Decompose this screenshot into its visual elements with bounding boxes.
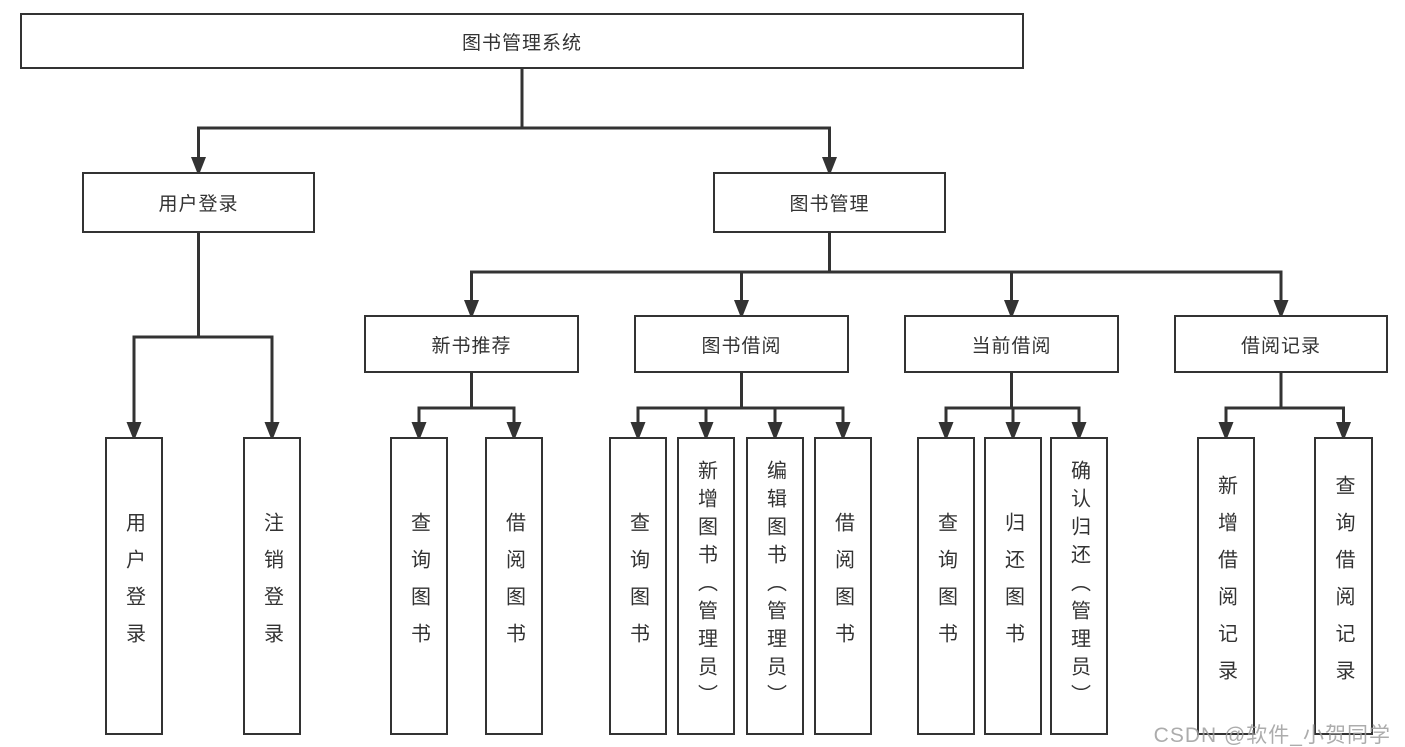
node-label: 注销登录 — [260, 512, 283, 660]
node-label: 查询图书 — [934, 512, 957, 660]
node-leaf-borrow-book-2: 借阅图书 — [814, 437, 872, 735]
node-leaf-query-book-1: 查询图书 — [390, 437, 448, 735]
node-label: 借阅图书 — [831, 512, 854, 660]
node-label: 图书管理 — [789, 194, 870, 215]
node-label: 新增借阅记录 — [1214, 475, 1237, 697]
node-label: 查询图书 — [626, 512, 649, 660]
node-borrow-records: 借阅记录 — [1174, 315, 1388, 373]
node-leaf-add-book: 新增图书（管理员） — [677, 437, 735, 735]
watermark: CSDN @软件_小贺同学 — [1153, 724, 1391, 747]
node-label: 归还图书 — [1001, 512, 1024, 660]
node-leaf-confirm-return: 确认归还（管理员） — [1050, 437, 1108, 735]
node-leaf-borrow-book-1: 借阅图书 — [485, 437, 543, 735]
node-label: 查询图书 — [407, 512, 430, 660]
node-leaf-edit-book: 编辑图书（管理员） — [746, 437, 804, 735]
node-leaf-add-record: 新增借阅记录 — [1197, 437, 1255, 735]
node-label: 用户登录 — [122, 512, 145, 660]
node-label: 确认归还（管理员） — [1067, 460, 1090, 712]
node-label: 图书借阅 — [701, 335, 782, 357]
node-leaf-query-record: 查询借阅记录 — [1314, 437, 1373, 735]
node-leaf-query-book-2: 查询图书 — [609, 437, 667, 735]
node-label: 借阅图书 — [502, 512, 525, 660]
node-label: 新书推荐 — [431, 335, 512, 357]
node-label: 当前借阅 — [971, 335, 1052, 357]
node-root: 图书管理系统 — [20, 13, 1024, 69]
node-book-borrow: 图书借阅 — [634, 315, 849, 373]
node-leaf-user-login: 用户登录 — [105, 437, 163, 735]
node-current-borrow: 当前借阅 — [904, 315, 1119, 373]
node-leaf-logout: 注销登录 — [243, 437, 301, 735]
node-book-mgmt: 图书管理 — [713, 172, 946, 233]
node-label: 借阅记录 — [1240, 335, 1321, 357]
node-label: 查询借阅记录 — [1332, 475, 1354, 697]
node-new-book-rec: 新书推荐 — [364, 315, 579, 373]
node-label: 编辑图书（管理员） — [763, 460, 786, 712]
node-label: 用户登录 — [158, 194, 239, 215]
node-label: 图书管理系统 — [461, 32, 582, 54]
node-user-login: 用户登录 — [82, 172, 315, 233]
node-label: 新增图书（管理员） — [694, 460, 717, 712]
node-leaf-return-book: 归还图书 — [984, 437, 1042, 735]
node-leaf-query-book-3: 查询图书 — [917, 437, 975, 735]
